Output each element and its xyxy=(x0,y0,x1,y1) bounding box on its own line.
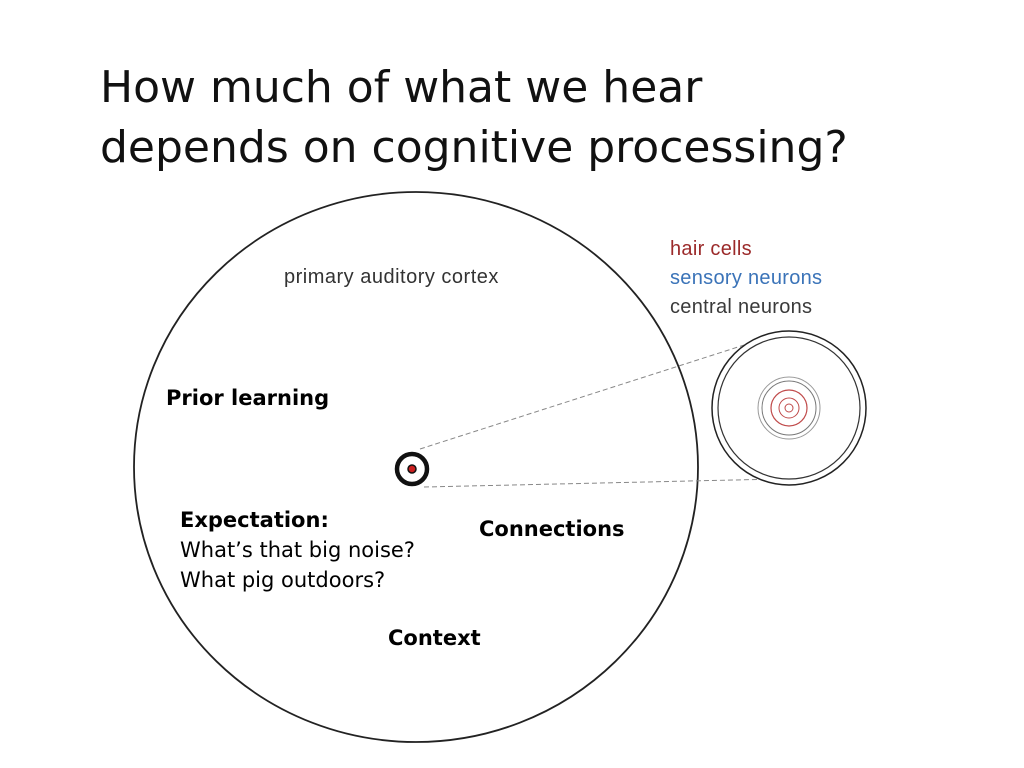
zoom-circle-6 xyxy=(778,397,800,419)
zoom-circle-2 xyxy=(717,336,861,480)
title-line-1: How much of what we hear xyxy=(100,62,703,113)
cortex-label: primary auditory cortex xyxy=(284,266,499,288)
legend-hair-cells: hair cells xyxy=(670,238,752,260)
connections-label: Connections xyxy=(479,517,625,541)
legend-sensory-neurons: sensory neurons xyxy=(670,267,823,289)
zoom-circle-outer xyxy=(711,330,867,486)
expectation-line-2: What pig outdoors? xyxy=(180,568,386,592)
context-label: Context xyxy=(388,626,481,650)
title-line-2: depends on cognitive processing? xyxy=(100,122,848,173)
cortex-circle xyxy=(133,191,699,743)
zoom-circle-4 xyxy=(761,380,817,436)
expectation-heading: Expectation: xyxy=(180,508,329,532)
slide-title: How much of what we hear depends on cogn… xyxy=(100,58,980,178)
expectation-line-1: What’s that big noise? xyxy=(180,538,415,562)
zoom-circle-5 xyxy=(770,389,808,427)
zoom-circle-inner xyxy=(784,403,794,413)
legend: hair cells sensory neurons central neuro… xyxy=(670,235,822,322)
zoom-circle-3 xyxy=(757,376,821,440)
legend-central-neurons: central neurons xyxy=(670,296,813,318)
projection-line-bottom xyxy=(423,478,779,488)
central-target-dot xyxy=(407,464,417,474)
projection-line-top xyxy=(419,337,767,450)
prior-learning-label: Prior learning xyxy=(166,386,330,410)
